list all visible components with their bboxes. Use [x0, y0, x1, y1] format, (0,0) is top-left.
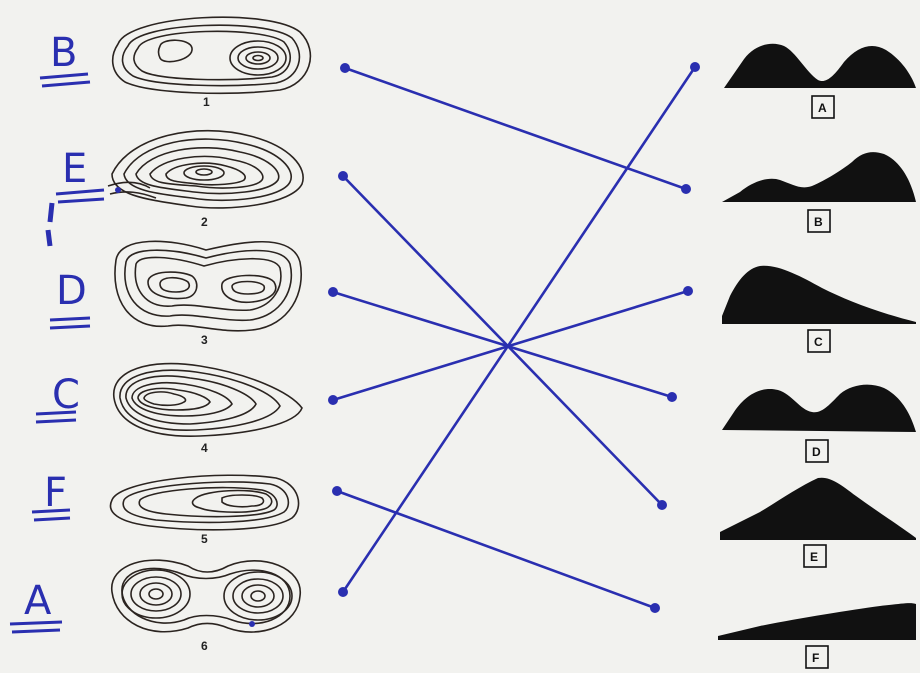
contour-map-3: 3 [115, 241, 301, 347]
map-number: 5 [201, 532, 208, 546]
match-dot [667, 392, 677, 402]
answer-letter: E [62, 146, 87, 192]
answer-letter: D [56, 268, 87, 314]
match-dot [338, 587, 348, 597]
matching-lines [333, 67, 695, 608]
answer-5: F [32, 470, 70, 520]
profile-f [718, 603, 916, 640]
answer-3: D [50, 268, 90, 328]
profile-label-d: D [806, 440, 828, 462]
contour-map-6: 6 [112, 560, 301, 653]
answer-6: A [10, 578, 62, 632]
match-dot [657, 500, 667, 510]
match-dot [328, 395, 338, 405]
match-dot [683, 286, 693, 296]
profile-letter: A [818, 101, 827, 115]
answer-4: C [36, 372, 80, 422]
answer-underline [10, 622, 62, 632]
match-dot [681, 184, 691, 194]
answer-underline [40, 74, 90, 86]
profile-a [724, 44, 916, 88]
profile-letter: E [810, 550, 818, 564]
profile-letter: F [812, 651, 819, 665]
contour-maps: 1 2 3 [108, 17, 310, 653]
contour-map-4: 4 [114, 364, 302, 455]
profile-label-f: F [806, 646, 828, 668]
answer-underline [50, 318, 90, 328]
match-dot [338, 171, 348, 181]
map-number: 6 [201, 639, 208, 653]
match-dot [690, 62, 700, 72]
ink-smudge [48, 203, 52, 246]
answer-letter: A [24, 578, 52, 624]
pen-mark [115, 187, 121, 193]
profile-label-e: E [804, 545, 826, 567]
profile-label-b: B [808, 210, 830, 232]
match-dot [340, 63, 350, 73]
match-dot [650, 603, 660, 613]
match-dot [328, 287, 338, 297]
match-line-5 [337, 491, 655, 608]
answer-1: B [40, 30, 90, 86]
map-number: 2 [201, 215, 208, 229]
profile-letter: B [814, 215, 823, 229]
map-number: 3 [201, 333, 208, 347]
profile-b [722, 152, 916, 202]
contour-map-2: 2 [108, 131, 303, 229]
profile-d [722, 385, 916, 432]
match-line-3 [333, 292, 672, 397]
profile-c [722, 266, 916, 324]
profile-letter: D [812, 445, 821, 459]
profile-label-c: C [808, 330, 830, 352]
pen-mark [249, 621, 255, 627]
contour-map-5: 5 [111, 475, 299, 546]
match-dot [332, 486, 342, 496]
profile-letter: C [814, 335, 823, 349]
profile-e [720, 478, 916, 540]
map-number: 4 [201, 441, 208, 455]
contour-map-1: 1 [113, 17, 311, 109]
map-number: 1 [203, 95, 210, 109]
answer-letter: B [50, 30, 77, 76]
match-line-2 [343, 176, 662, 505]
match-line-6 [343, 67, 695, 592]
match-line-1 [345, 68, 686, 189]
answer-2: E [48, 146, 104, 246]
profile-label-a: A [812, 96, 834, 118]
